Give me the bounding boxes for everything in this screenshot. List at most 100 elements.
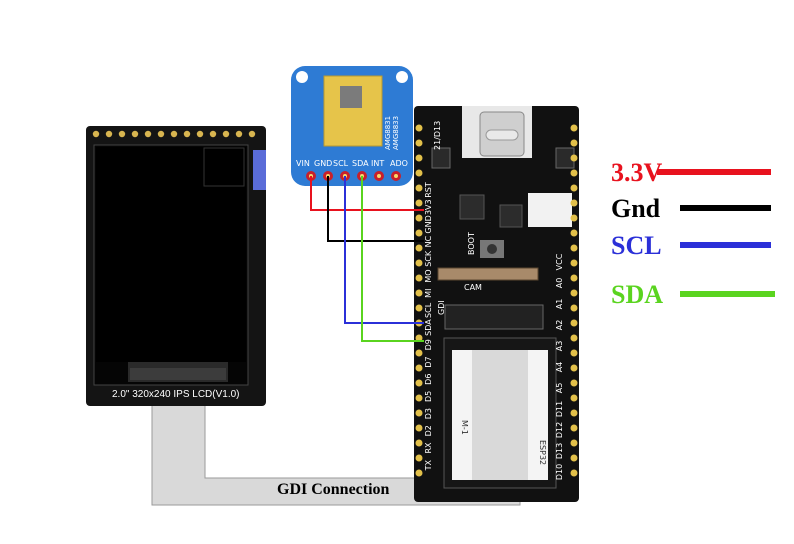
board-pin-left xyxy=(415,259,423,267)
board-pin-right xyxy=(570,439,578,447)
board-pin-right xyxy=(570,199,578,207)
board-left-pin-label: D7 xyxy=(424,356,433,367)
board-pin-right xyxy=(570,319,578,327)
board-left-pin-label: MO xyxy=(424,269,433,282)
board-pin-right xyxy=(570,274,578,282)
board-pin-left xyxy=(415,139,423,147)
board-pin-right xyxy=(570,259,578,267)
lcd-module xyxy=(86,126,266,406)
board-left-pin-label: D9 xyxy=(424,339,433,350)
sensor-pin-vin: VIN xyxy=(296,159,310,168)
lcd-pin xyxy=(92,130,100,138)
board-pin-right xyxy=(570,394,578,402)
board-right-pin-label: VCC xyxy=(555,253,564,270)
sensor-model-2: AMG8833 xyxy=(392,116,400,150)
lcd-header-pins xyxy=(92,130,256,138)
board-left-pin-label: SDA xyxy=(424,319,433,336)
legend-label-3v3: 3.3V xyxy=(611,158,663,187)
lcd-pin xyxy=(235,130,243,138)
board-pin-left xyxy=(415,229,423,237)
board-pin-left xyxy=(415,454,423,462)
sensor-pin-ado: ADO xyxy=(390,159,408,168)
board-pin-right xyxy=(570,244,578,252)
board-right-pin-label: D10 xyxy=(555,464,564,480)
board-pin-left xyxy=(415,274,423,282)
board-pin-right xyxy=(570,139,578,147)
board-left-pin-label: MI xyxy=(424,289,433,298)
board-pin-left xyxy=(415,289,423,297)
board-left-pin-label: NC xyxy=(424,235,433,247)
legend-line-scl xyxy=(680,242,771,248)
lcd-pin xyxy=(248,130,256,138)
board-left-pin-label: D3 xyxy=(424,408,433,419)
board-pin-left xyxy=(415,364,423,372)
board-label-boot: BOOT xyxy=(467,232,476,255)
board-pin-left xyxy=(415,439,423,447)
board-pin-left xyxy=(415,334,423,342)
board-label-module-suffix: M-1 xyxy=(460,420,469,435)
board-label-module: ESP32 xyxy=(538,440,547,465)
legend-label-scl: SCL xyxy=(611,231,662,260)
sensor-pin-sda: SDA xyxy=(352,159,369,168)
board-pin-right xyxy=(570,289,578,297)
board-left-pin-label: RX xyxy=(424,442,433,454)
lcd-caption: 2.0" 320x240 IPS LCD(V1.0) xyxy=(112,389,240,400)
board-pin-right xyxy=(570,184,578,192)
board-pin-left xyxy=(415,199,423,207)
wire-scl xyxy=(344,176,424,324)
sensor-pin-gnd: GND xyxy=(314,159,332,168)
board-pin-left xyxy=(415,244,423,252)
sensor-pin-scl: SCL xyxy=(333,159,349,168)
wires xyxy=(310,176,424,342)
board-pin-right xyxy=(570,229,578,237)
board-left-pin-label: D2 xyxy=(424,425,433,436)
board-pin-right xyxy=(570,214,578,222)
lcd-pin xyxy=(196,130,204,138)
board-right-pin-label: D12 xyxy=(555,422,564,438)
board-label-cam: CAM xyxy=(464,283,482,292)
board-pin-right xyxy=(570,304,578,312)
lcd-pin xyxy=(222,130,230,138)
board-pin-left xyxy=(415,409,423,417)
board-pin-right xyxy=(570,334,578,342)
board-left-pin-label: TX xyxy=(424,460,433,472)
board-left-pin-label: RST xyxy=(424,182,433,198)
board-left-pin-label: GND xyxy=(424,215,433,233)
board-pin-right xyxy=(570,379,578,387)
board-pin-left xyxy=(415,214,423,222)
board-pin-left xyxy=(415,304,423,312)
legend-label-sda: SDA xyxy=(611,280,664,309)
board-pin-right xyxy=(570,349,578,357)
lcd-pin xyxy=(170,130,178,138)
board-right-pin-label: A4 xyxy=(555,362,564,373)
lcd-pin xyxy=(105,130,113,138)
board-pin-left xyxy=(415,424,423,432)
legend-line-3v3 xyxy=(657,169,771,175)
board-label-21-d13: 21/D13 xyxy=(433,121,442,150)
lcd-pin xyxy=(157,130,165,138)
board-pin-left xyxy=(415,349,423,357)
legend-line-gnd xyxy=(680,205,771,211)
board-left-pin-label: SCK xyxy=(424,250,433,267)
board-pin-left xyxy=(415,394,423,402)
legend-line-sda xyxy=(680,291,775,297)
wire-3v3 xyxy=(310,176,424,211)
board-pin-left xyxy=(415,169,423,177)
board-pin-right xyxy=(570,424,578,432)
board-pin-left xyxy=(415,124,423,132)
board-pin-right xyxy=(570,169,578,177)
board-pin-right xyxy=(570,364,578,372)
lcd-pin xyxy=(131,130,139,138)
board-right-pin-label: A3 xyxy=(555,341,564,352)
board-pin-left xyxy=(415,469,423,477)
board-right-pin-label: D13 xyxy=(555,443,564,459)
board-left-pin-label: D6 xyxy=(424,374,433,385)
sensor-pin-int: INT xyxy=(371,159,384,168)
board-left-pin-label: SCL xyxy=(424,302,433,318)
board-pin-left xyxy=(415,184,423,192)
lcd-pin xyxy=(183,130,191,138)
board-right-pin-label: A2 xyxy=(555,320,564,331)
microcontroller-board: RST3V3GNDNCSCKMOMISCLSDAD9D7D6D5D3D2RXTX… xyxy=(414,106,579,502)
board-pin-right xyxy=(570,409,578,417)
